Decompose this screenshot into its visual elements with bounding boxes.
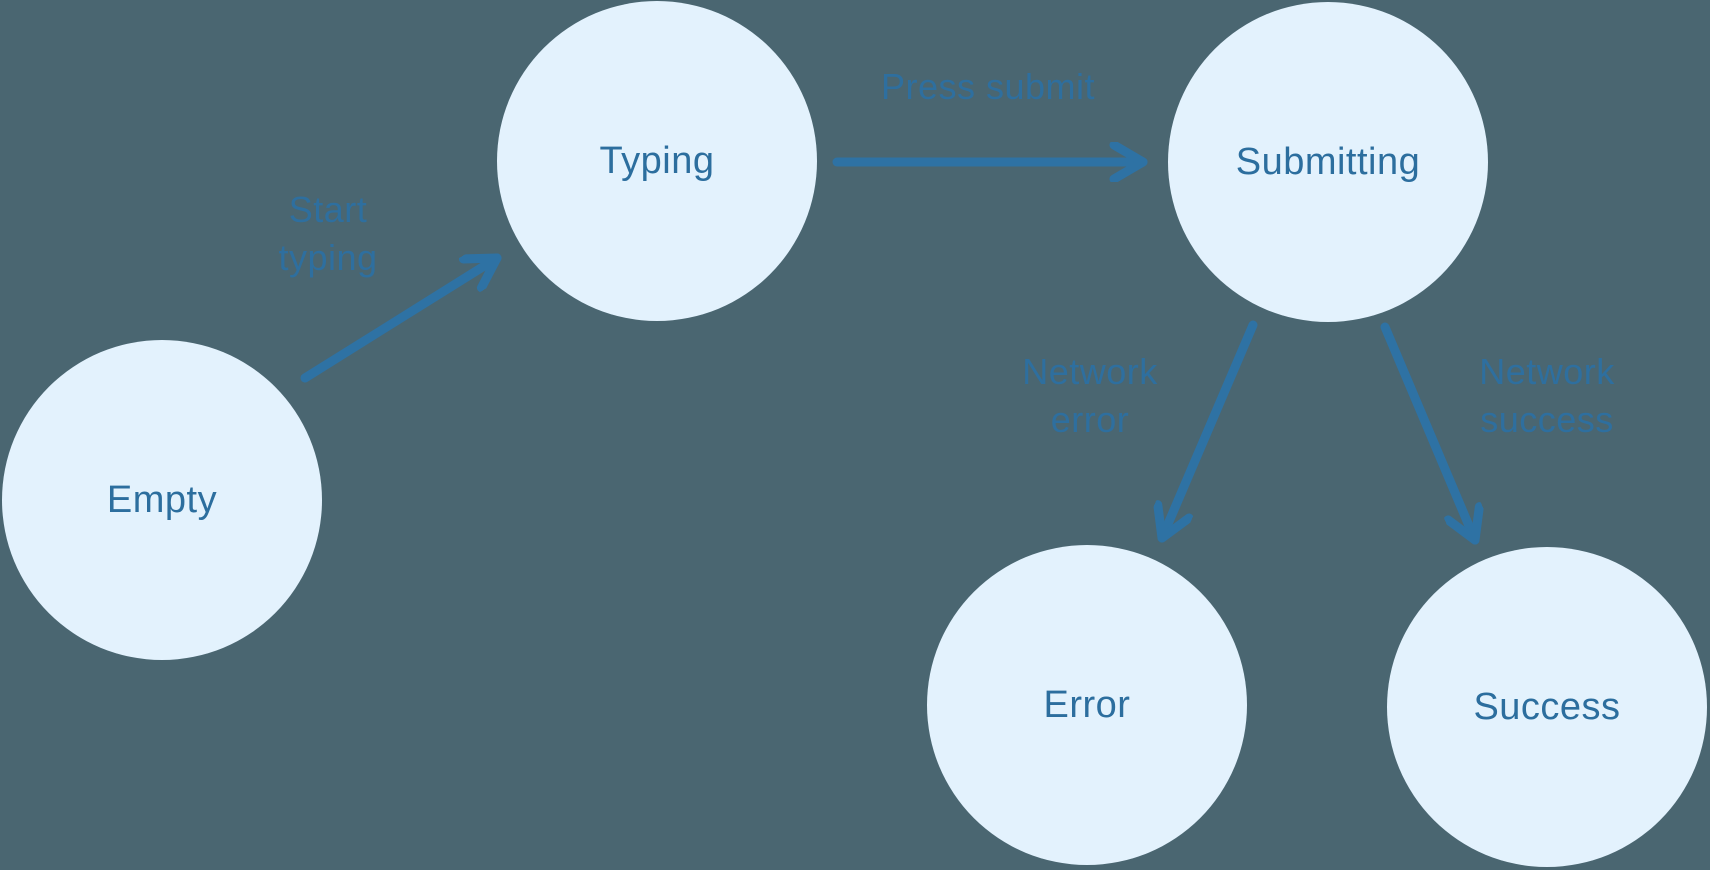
edge-label-network-success: Network success	[1407, 348, 1687, 444]
edge-label-press-submit-line1: Press submit	[880, 66, 1096, 107]
state-node-empty-label: Empty	[106, 478, 218, 521]
state-node-success: Success	[1387, 547, 1707, 867]
edge-label-press-submit: Press submit	[828, 63, 1148, 111]
edge-label-network-error: Network error	[960, 348, 1220, 444]
edge-label-network-success-line2: success	[1480, 399, 1614, 440]
edge-label-start-typing-line1: Start	[288, 189, 368, 230]
edge-label-network-success-line1: Network	[1479, 351, 1615, 392]
edge-label-network-error-line2: error	[1050, 399, 1130, 440]
edge-label-start-typing-line2: typing	[278, 237, 378, 278]
state-node-typing-label: Typing	[599, 139, 715, 182]
state-node-success-label: Success	[1473, 685, 1621, 728]
state-node-empty: Empty	[2, 340, 322, 660]
edge-label-network-error-line1: Network	[1022, 351, 1158, 392]
state-node-error-label: Error	[1043, 683, 1131, 726]
edge-label-start-typing: Start typing	[208, 186, 448, 282]
state-node-typing: Typing	[497, 1, 817, 321]
state-node-error: Error	[927, 545, 1247, 865]
state-node-submitting-label: Submitting	[1235, 140, 1421, 183]
state-node-submitting: Submitting	[1168, 2, 1488, 322]
